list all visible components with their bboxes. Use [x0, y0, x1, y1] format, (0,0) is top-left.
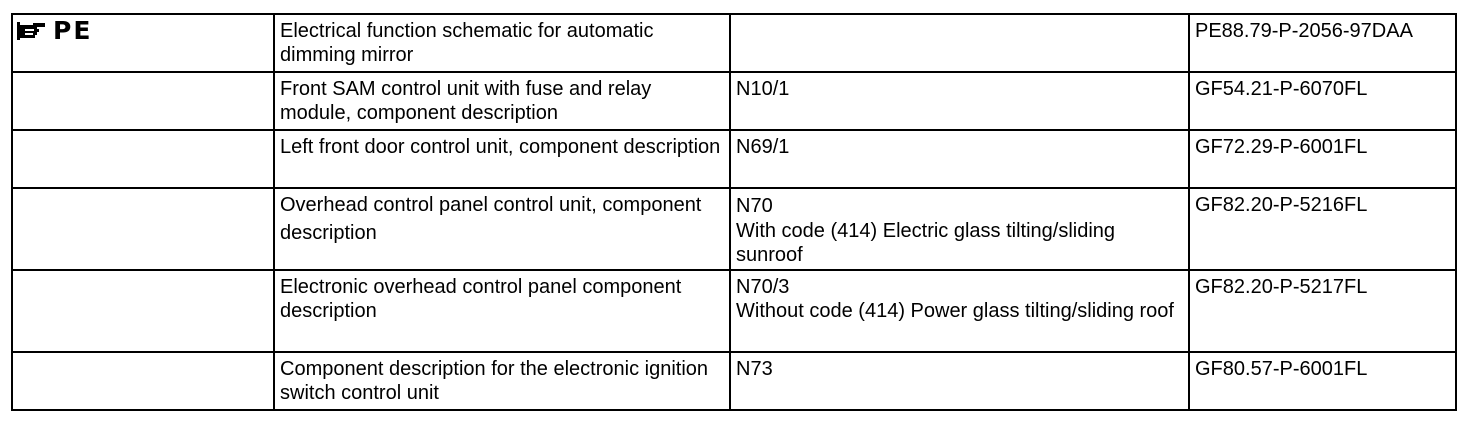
pe-cell: PE	[11, 13, 275, 73]
table-row: Electronic overhead control panel compon…	[11, 269, 1457, 353]
component-code: N69/1	[736, 136, 790, 158]
pe-cell	[11, 269, 275, 353]
table-row: Front SAM control unit with fuse and rel…	[11, 71, 1457, 131]
component-note: With code (414) Electric glass tilting/s…	[736, 220, 1116, 266]
table-row: Left front door control unit, component …	[11, 129, 1457, 189]
description-text: Front SAM control unit with fuse and rel…	[280, 78, 652, 124]
pe-cell	[11, 351, 275, 411]
reference-link[interactable]: GF80.57-P-6001FL	[1195, 358, 1368, 380]
component-cell: N70/3 Without code (414) Power glass til…	[729, 269, 1190, 353]
component-cell: N10/1	[729, 71, 1190, 131]
table-row: Component description for the electronic…	[11, 351, 1457, 411]
description-cell: Electrical function schematic for automa…	[273, 13, 731, 73]
description-text: Component description for the electronic…	[280, 358, 709, 404]
component-note: Without code (414) Power glass tilting/s…	[736, 300, 1174, 322]
description-cell: Left front door control unit, component …	[273, 129, 731, 189]
reference-cell[interactable]: GF80.57-P-6001FL	[1188, 351, 1457, 411]
reference-link[interactable]: GF82.20-P-5217FL	[1195, 276, 1368, 298]
reference-cell[interactable]: GF72.29-P-6001FL	[1188, 129, 1457, 189]
pe-cell	[11, 129, 275, 189]
component-code: N10/1	[736, 78, 790, 100]
reference-cell[interactable]: GF54.21-P-6070FL	[1188, 71, 1457, 131]
description-cell: Front SAM control unit with fuse and rel…	[273, 71, 731, 131]
reference-table: PE Electrical function schematic for aut…	[11, 13, 1457, 411]
reference-link[interactable]: GF82.20-P-5216FL	[1195, 194, 1368, 216]
pe-cell	[11, 187, 275, 271]
description-text: Electronic overhead control panel compon…	[280, 276, 682, 322]
pe-label: PE	[53, 16, 93, 45]
component-cell: N73	[729, 351, 1190, 411]
reference-link[interactable]: GF54.21-P-6070FL	[1195, 78, 1368, 100]
reference-cell[interactable]: GF82.20-P-5216FL	[1188, 187, 1457, 271]
reference-link[interactable]: PE88.79-P-2056-97DAA	[1195, 20, 1413, 42]
description-text: Overhead control panel control unit, com…	[280, 194, 702, 244]
component-code: N73	[736, 358, 773, 380]
description-text: Left front door control unit, component …	[280, 136, 721, 158]
component-cell: N70 With code (414) Electric glass tilti…	[729, 187, 1190, 271]
reference-link[interactable]: GF72.29-P-6001FL	[1195, 136, 1368, 158]
pe-marker: PE	[17, 16, 93, 45]
table-row: Overhead control panel control unit, com…	[11, 187, 1457, 271]
description-cell: Component description for the electronic…	[273, 351, 731, 411]
reference-cell[interactable]: GF82.20-P-5217FL	[1188, 269, 1457, 353]
component-cell	[729, 13, 1190, 73]
pe-cell	[11, 71, 275, 131]
description-cell: Overhead control panel control unit, com…	[273, 187, 731, 271]
table-row: PE Electrical function schematic for aut…	[11, 13, 1457, 73]
pointing-hand-icon	[17, 22, 45, 40]
description-cell: Electronic overhead control panel compon…	[273, 269, 731, 353]
component-code: N70	[736, 195, 773, 217]
reference-cell[interactable]: PE88.79-P-2056-97DAA	[1188, 13, 1457, 73]
component-cell: N69/1	[729, 129, 1190, 189]
component-code: N70/3	[736, 276, 790, 298]
description-text: Electrical function schematic for automa…	[280, 20, 654, 66]
